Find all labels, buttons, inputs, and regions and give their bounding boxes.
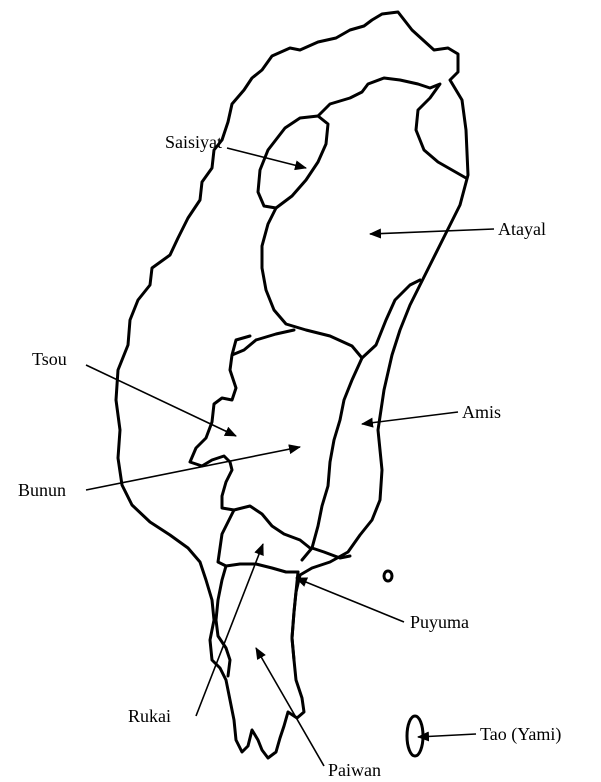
atayal-boundary [260, 76, 468, 360]
orchid-island [405, 714, 425, 758]
label-rukai: Rukai [128, 706, 171, 726]
saisiyat-arrow [226, 147, 307, 171]
label-bunun: Bunun [18, 480, 66, 500]
taiwan-island-outline [114, 10, 470, 760]
label-puyuma: Puyuma [410, 612, 469, 632]
saisiyat-region [256, 114, 330, 210]
rukai-boundary [216, 508, 300, 574]
label-paiwan: Paiwan [328, 760, 381, 780]
label-tsou: Tsou [32, 349, 67, 369]
paiwan-arrow [255, 647, 325, 767]
green-island [382, 569, 394, 583]
label-atayal: Atayal [498, 219, 546, 239]
puyuma-arrow [295, 577, 405, 623]
paiwan-puyuma-boundary [214, 564, 300, 678]
label-saisiyat: Saisiyat [165, 132, 222, 152]
tao-arrow [417, 731, 477, 742]
label-tao: Tao (Yami) [480, 724, 561, 745]
amis-boundary [300, 356, 364, 562]
rukai-arrow [195, 543, 264, 717]
tsou-arrow [85, 364, 237, 437]
atayal-arrow [369, 228, 495, 239]
tsou-bunun-boundary [188, 328, 312, 550]
amis-arrow [361, 411, 459, 428]
label-amis: Amis [462, 402, 501, 422]
bunun-arrow [85, 444, 301, 491]
